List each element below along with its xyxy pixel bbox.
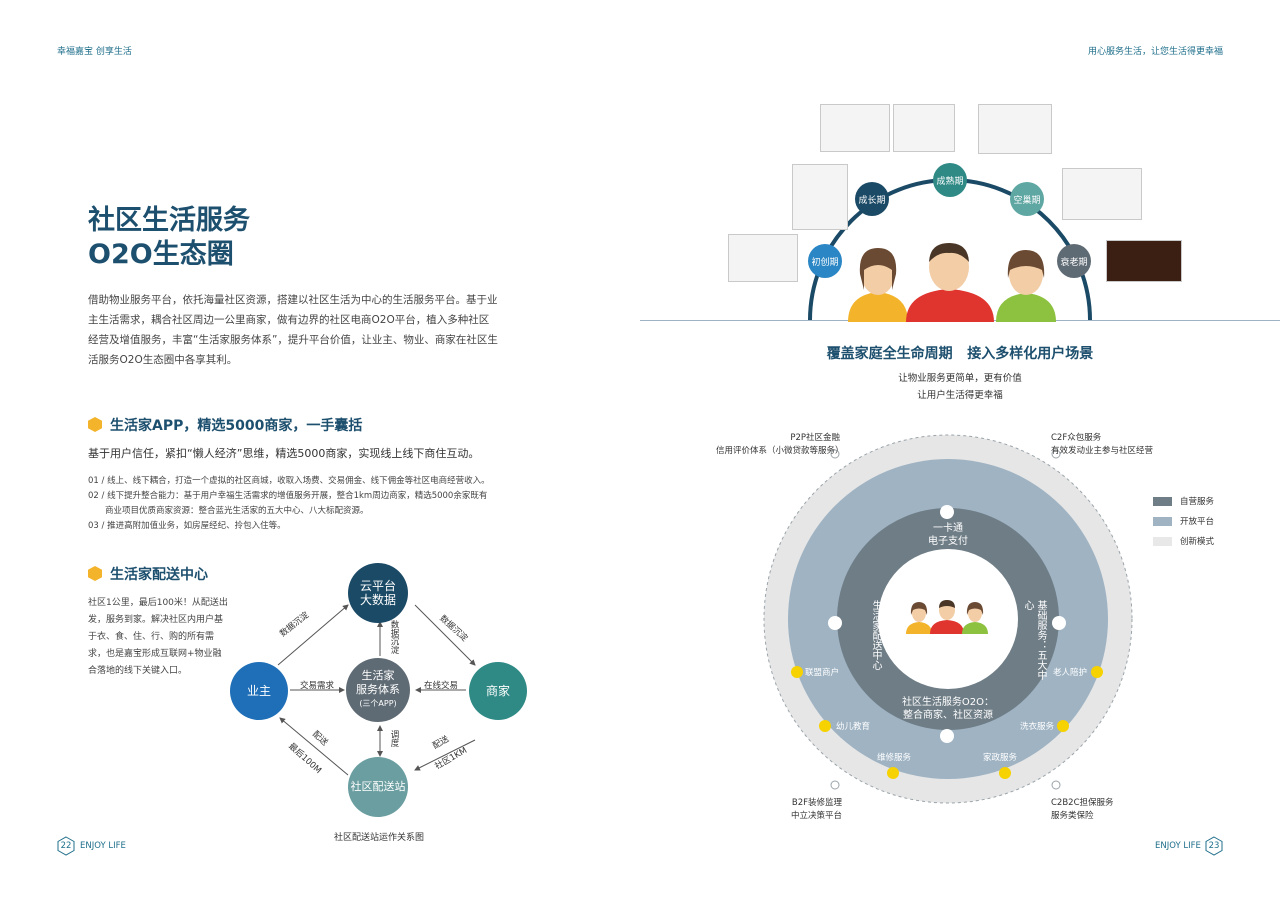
page-number-right: 23 bbox=[1205, 836, 1223, 856]
stage-startup: 初创期 bbox=[808, 244, 842, 278]
footer-left-text: ENJOY LIFE bbox=[80, 841, 126, 851]
corner-top-right: C2F众包服务 有效发动业主参与社区经营 bbox=[1051, 433, 1154, 456]
inner-left-text: 生活家配送中心 bbox=[870, 600, 881, 670]
corner-top-left: P2P社区金融 信用评价体系（小微贷款等服务） bbox=[716, 433, 844, 456]
merchant-node: 商家 bbox=[469, 662, 527, 720]
illustration-aging bbox=[1106, 240, 1182, 282]
section1-lead: 基于用户信任，紧扣“懒人经济”思维，精选5000商家，实现线上线下商住互动。 bbox=[88, 447, 480, 460]
section1-heading: 生活家APP，精选5000商家，一手囊括 bbox=[88, 415, 362, 435]
diagram-caption: 社区配送站运作关系图 bbox=[334, 833, 425, 843]
label-trade-demand: 交易需求 bbox=[300, 681, 335, 691]
point-2-cont: 商业项目优质商家资源：整合蓝光生活家的五大中心、八大标配资源。 bbox=[105, 506, 369, 516]
legend-self-operated: 自营服务 bbox=[1153, 495, 1214, 507]
center-family-icon bbox=[906, 600, 988, 634]
illustration-elderly-1 bbox=[978, 104, 1052, 154]
right-headline: 覆盖家庭全生命周期 接入多样化用户场景 bbox=[826, 346, 1094, 362]
section1-points: 01 / 线上、线下耦合，打造一个虚拟的社区商城，收取入场费、交易佣金、线下佣金… bbox=[88, 474, 508, 534]
label-dispatch: 调度 bbox=[389, 730, 399, 747]
stage-growth: 成长期 bbox=[855, 182, 889, 216]
right-subline-1: 让物业服务更简单，更有价值 bbox=[898, 373, 1022, 384]
section2-text: 社区1公里，最后100米！从配送出发，服务到家。解决社区内用户基于衣、食、住、行… bbox=[88, 598, 228, 676]
hexagon-bullet-icon bbox=[88, 417, 102, 432]
ring-label-elderly: 老人陪护 bbox=[1053, 668, 1088, 678]
header-left-slogan: 幸福嘉宝 创享生活 bbox=[57, 47, 132, 57]
corner-bottom-left: B2F装修监理 中立决策平台 bbox=[790, 798, 842, 821]
stage-empty-nest: 空巢期 bbox=[1010, 182, 1044, 216]
distribution-diagram-arrows bbox=[277, 604, 476, 776]
page-title: 社区生活服务 O2O生态圈 bbox=[88, 205, 250, 270]
ring-dots bbox=[791, 449, 1103, 790]
ring-label-repair: 维修服务 bbox=[877, 753, 912, 763]
point-1: 01 / 线上、线下耦合，打造一个虚拟的社区商城，收取入场费、交易佣金、线下佣金… bbox=[88, 476, 490, 486]
header-right-slogan: 用心服务生活，让您生活得更幸福 bbox=[1087, 47, 1223, 57]
illustration-empty-nest bbox=[1062, 168, 1142, 220]
stage-mature: 成熟期 bbox=[933, 163, 967, 197]
intro-paragraph: 借助物业服务平台，依托海量社区资源，搭建以社区生活为中心的生活服务平台。基于业主… bbox=[88, 294, 498, 366]
legend-open-platform: 开放平台 bbox=[1153, 515, 1214, 527]
cloud-platform-node: 云平台 大数据 bbox=[348, 563, 408, 623]
inner-bottom-text: 社区生活服务O2O： 整合商家、社区资源 bbox=[901, 697, 995, 721]
legend-swatch bbox=[1153, 536, 1172, 546]
section2-heading: 生活家配送中心 bbox=[88, 564, 208, 584]
illustration-startup bbox=[728, 234, 798, 282]
point-3: 03 / 推进高附加值业务，如房屋经纪、拎包入住等。 bbox=[88, 521, 286, 531]
ring-label-alliance: 联盟商户 bbox=[805, 668, 840, 678]
illustration-family-1 bbox=[820, 104, 890, 152]
inner-right-text: 基础服务：五大中心 bbox=[1022, 600, 1046, 680]
owner-node: 业主 bbox=[230, 662, 288, 720]
legend-swatch bbox=[1153, 496, 1172, 506]
service-system-node: 生活家 服务体系 (三个APP) bbox=[346, 658, 410, 722]
stage-aging: 衰老期 bbox=[1057, 244, 1091, 278]
footer-right-text: ENJOY LIFE bbox=[1155, 841, 1201, 851]
label-data-center: 数据沉淀 bbox=[389, 620, 399, 654]
point-2: 02 / 线下提升整合能力：基于用户幸福生活需求的增值服务开展，整合1km周边商… bbox=[88, 491, 488, 501]
ring-label-kids: 幼儿教育 bbox=[836, 722, 871, 732]
illustration-family-2 bbox=[893, 104, 955, 152]
right-subline-2: 让用户生活得更幸福 bbox=[917, 390, 1003, 401]
inner-top-text: 一卡通 电子支付 bbox=[928, 523, 968, 547]
hexagon-bullet-icon bbox=[88, 566, 102, 581]
corner-bottom-right: C2B2C担保服务 服务类保险 bbox=[1051, 798, 1114, 821]
ring-label-laundry: 洗衣服务 bbox=[1020, 722, 1055, 732]
illustration-growth bbox=[792, 164, 848, 230]
legend-innovation: 创新模式 bbox=[1153, 535, 1214, 547]
page-number-left: 22 bbox=[57, 836, 75, 856]
station-node: 社区配送站 bbox=[348, 757, 408, 817]
legend-swatch bbox=[1153, 516, 1172, 526]
family-avatars-icon bbox=[848, 243, 1056, 322]
ring-label-housekeeping: 家政服务 bbox=[983, 753, 1018, 763]
label-online-trade: 在线交易 bbox=[424, 681, 459, 691]
